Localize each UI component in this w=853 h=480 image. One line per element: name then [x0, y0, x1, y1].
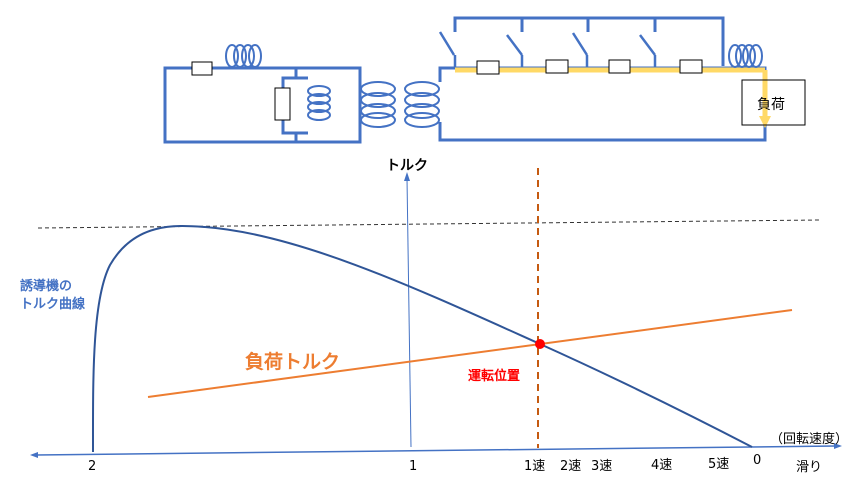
- load-label: 負荷: [757, 97, 785, 113]
- operating-point-label: 運転位置: [468, 369, 521, 384]
- graph: [30, 168, 842, 458]
- operating-point: [535, 339, 545, 349]
- rotor-resistor-3: [608, 59, 631, 74]
- motor-curve-label-1: 誘導機の: [20, 279, 73, 294]
- tick-0: 0: [753, 453, 762, 468]
- torque-axis-label: トルク: [386, 158, 428, 174]
- tick-1: 1: [409, 459, 418, 474]
- switches: [438, 31, 657, 68]
- primary-loop: [163, 66, 362, 144]
- motor-curve-label-2: トルク曲線: [20, 297, 86, 312]
- load-torque-line: [147, 309, 793, 398]
- secondary-coil: [728, 44, 763, 68]
- primary-resistor: [191, 61, 213, 76]
- shunt-resistor: [274, 87, 291, 121]
- max-torque-line: [37, 219, 821, 229]
- primary-coil: [225, 44, 262, 68]
- rotor-resistor-2: [545, 59, 569, 74]
- secondary-loop: [438, 66, 767, 142]
- rotor-resistor-1: [476, 60, 500, 75]
- torque-axis: [406, 177, 412, 448]
- circuit: [163, 16, 806, 144]
- tick-speed-2: 2速: [560, 459, 582, 474]
- speed-axis-label: （回転速度）: [770, 432, 849, 447]
- tick-speed-5: 5速: [708, 457, 730, 472]
- tick-speed-1: 1速: [524, 459, 546, 474]
- load-box: [741, 79, 806, 126]
- transformer-coil-right: [404, 81, 440, 128]
- tick-speed-4: 4速: [651, 458, 673, 473]
- load-torque-label: 負荷トルク: [245, 351, 341, 373]
- transformer-coil-left: [360, 81, 396, 128]
- tick-2: 2: [88, 459, 97, 474]
- rotor-resistor-4: [679, 59, 703, 74]
- slip-axis-label: 滑り: [796, 460, 823, 475]
- motor-torque-curve: [91, 225, 753, 453]
- current-arrow: [759, 116, 771, 128]
- shunt-coil: [307, 85, 331, 121]
- switch-bus: [453, 16, 725, 66]
- slip-axis: [35, 445, 837, 456]
- tick-speed-3: 3速: [591, 459, 613, 474]
